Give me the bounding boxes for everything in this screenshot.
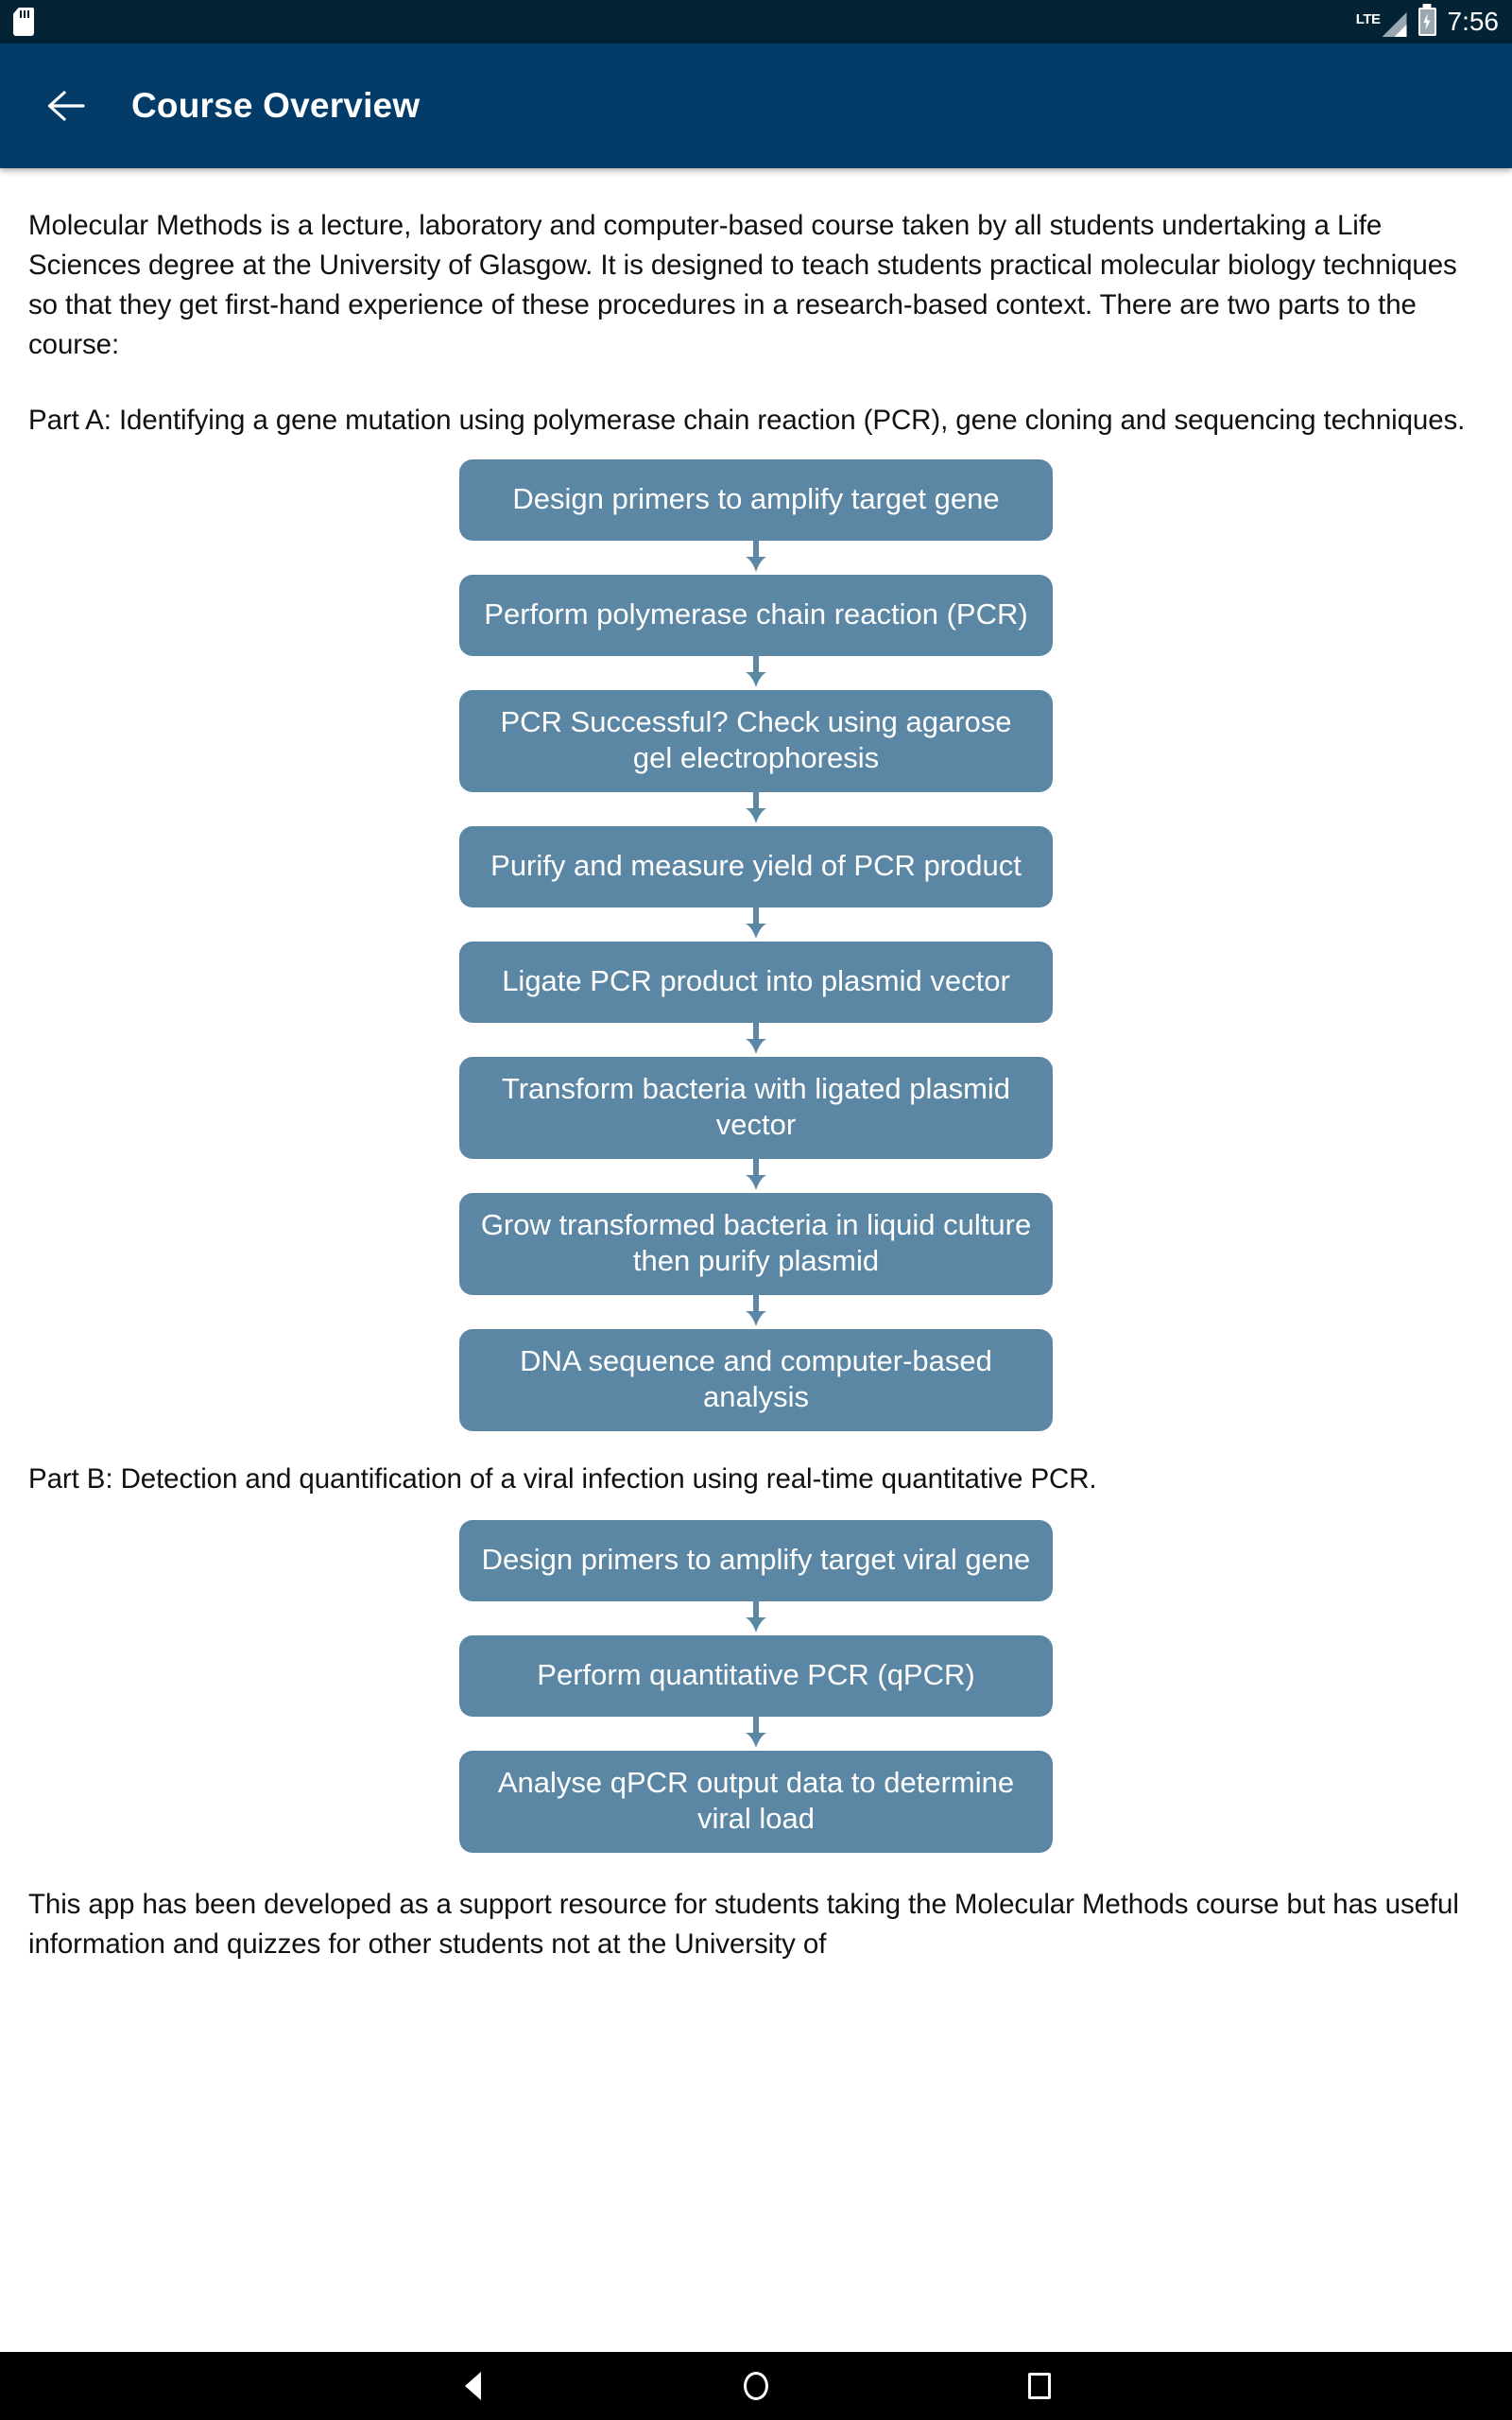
status-bar-left bbox=[13, 8, 34, 36]
square-recents-icon[interactable] bbox=[1011, 2358, 1068, 2414]
flowchart-part-b: Design primers to amplify target viral g… bbox=[28, 1520, 1484, 1853]
flow-step: Design primers to amplify target gene bbox=[459, 459, 1053, 541]
clock-label: 7:56 bbox=[1447, 7, 1500, 36]
flow-step-label: Purify and measure yield of PCR product bbox=[490, 849, 1022, 882]
flow-step: PCR Successful? Check using agarose gel … bbox=[459, 690, 1053, 792]
intro-paragraph: Molecular Methods is a lecture, laborato… bbox=[28, 210, 1457, 360]
page-title: Course Overview bbox=[131, 86, 421, 125]
scroll-content[interactable]: Molecular Methods is a lecture, laborato… bbox=[0, 168, 1512, 2352]
flow-step-label: DNA sequence and computer-based analysis bbox=[520, 1344, 992, 1413]
android-navigation-bar bbox=[0, 2352, 1512, 2420]
part-b-heading: Part B: Detection and quantification of … bbox=[28, 1463, 1097, 1495]
flow-step-label: PCR Successful? Check using agarose gel … bbox=[500, 705, 1012, 774]
flow-arrow-down-icon bbox=[740, 1158, 772, 1194]
flow-step: DNA sequence and computer-based analysis bbox=[459, 1329, 1053, 1431]
flow-arrow-down-icon bbox=[740, 1294, 772, 1330]
status-bar-right: LTE 7:56 bbox=[1356, 7, 1499, 37]
triangle-back-icon[interactable] bbox=[444, 2358, 501, 2414]
flow-step: Transform bacteria with ligated plasmid … bbox=[459, 1057, 1053, 1159]
back-arrow-icon[interactable] bbox=[42, 82, 89, 130]
circle-home-icon[interactable] bbox=[728, 2358, 784, 2414]
flow-step: Analyse qPCR output data to determine vi… bbox=[459, 1751, 1053, 1853]
flow-step: Perform polymerase chain reaction (PCR) bbox=[459, 575, 1053, 656]
flow-arrow-down-icon bbox=[740, 791, 772, 827]
flow-step-label: Grow transformed bacteria in liquid cult… bbox=[480, 1208, 1032, 1277]
flow-arrow-down-icon bbox=[740, 540, 772, 576]
sd-card-icon bbox=[13, 8, 34, 36]
status-bar: LTE 7:56 bbox=[0, 0, 1512, 43]
flow-step-label: Analyse qPCR output data to determine vi… bbox=[497, 1766, 1015, 1835]
flow-step-label: Perform polymerase chain reaction (PCR) bbox=[484, 597, 1028, 631]
network-type-label: LTE bbox=[1355, 11, 1381, 27]
flow-step-label: Design primers to amplify target gene bbox=[512, 482, 1000, 515]
flow-step-label: Perform quantitative PCR (qPCR) bbox=[537, 1658, 975, 1691]
flow-step-label: Transform bacteria with ligated plasmid … bbox=[501, 1072, 1011, 1141]
footer-paragraph: This app has been developed as a support… bbox=[28, 1889, 1459, 1960]
signal-bars-icon: LTE bbox=[1356, 7, 1407, 37]
flow-arrow-down-icon bbox=[740, 655, 772, 691]
flow-arrow-down-icon bbox=[740, 1716, 772, 1752]
battery-charging-icon bbox=[1418, 8, 1436, 36]
flow-step: Perform quantitative PCR (qPCR) bbox=[459, 1635, 1053, 1717]
flow-step: Grow transformed bacteria in liquid cult… bbox=[459, 1193, 1053, 1295]
part-a-heading: Part A: Identifying a gene mutation usin… bbox=[28, 405, 1466, 436]
flow-arrow-down-icon bbox=[740, 1600, 772, 1636]
flow-step: Purify and measure yield of PCR product bbox=[459, 826, 1053, 908]
flow-arrow-down-icon bbox=[740, 1022, 772, 1058]
flow-arrow-down-icon bbox=[740, 907, 772, 942]
flowchart-part-a: Design primers to amplify target gene Pe… bbox=[28, 459, 1484, 1431]
flow-step-label: Design primers to amplify target viral g… bbox=[481, 1543, 1031, 1576]
flow-step: Ligate PCR product into plasmid vector bbox=[459, 942, 1053, 1023]
app-bar: Course Overview bbox=[0, 43, 1512, 168]
flow-step-label: Ligate PCR product into plasmid vector bbox=[502, 964, 1010, 997]
flow-step: Design primers to amplify target viral g… bbox=[459, 1520, 1053, 1601]
